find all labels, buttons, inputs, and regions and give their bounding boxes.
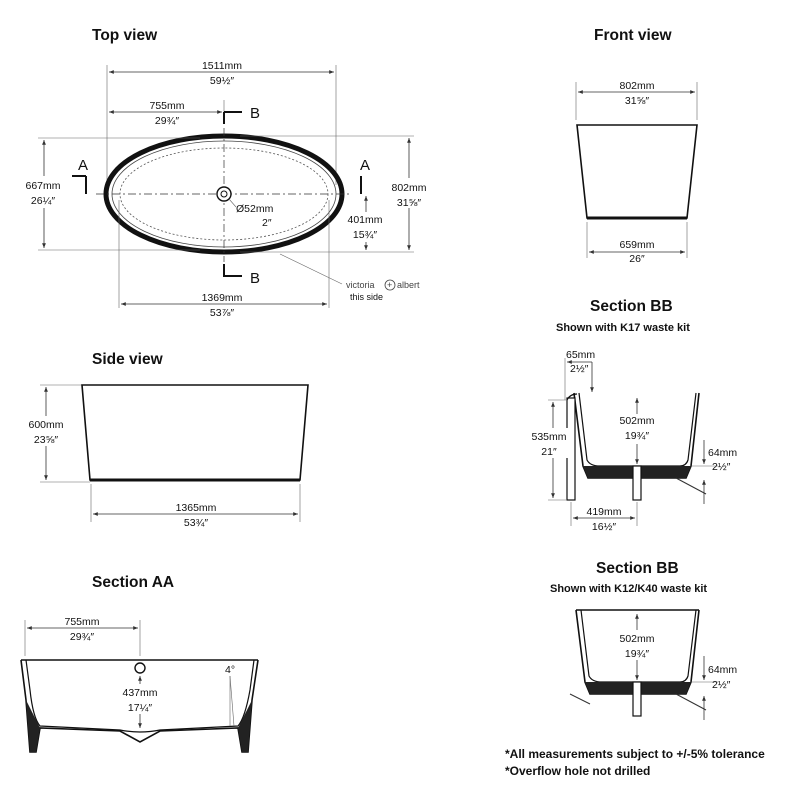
logo-albert: albert [397, 280, 420, 290]
bb2-base-in: 2½″ [712, 679, 731, 691]
bb1-offset-in: 2½″ [570, 363, 589, 375]
section-bb2-subtitle: Shown with K12/K40 waste kit [550, 583, 707, 595]
bb2-depth-in: 19¾″ [625, 648, 649, 660]
overflow-icon [134, 662, 146, 674]
top-width-in: 26¼″ [31, 195, 55, 207]
side-view: Side view 600mm 23⅝″ 1365mm 53¾″ [22, 351, 309, 529]
side-bottom-mm: 1365mm [176, 502, 217, 514]
logo-victoria: victoria [346, 280, 375, 290]
top-half-length-mm: 755mm [149, 100, 184, 112]
bb1-depth-mm: 502mm [619, 415, 654, 427]
section-bb-k17: Section BB Shown with K17 waste kit 65mm… [528, 298, 737, 533]
bb1-height-mm: 535mm [531, 431, 566, 443]
notes: *All measurements subject to +/-5% toler… [505, 747, 765, 778]
logo-caption: this side [350, 292, 383, 302]
section-bb2-title: Section BB [596, 560, 679, 577]
section-b-marker-top: B [250, 105, 260, 122]
bb2-base-mm: 64mm [708, 664, 737, 676]
front-bottom-in: 26″ [629, 253, 645, 265]
front-top-in: 31⅝″ [625, 95, 649, 107]
bb1-offset-mm: 65mm [566, 349, 595, 361]
aa-half-mm: 755mm [64, 616, 99, 628]
top-half-width-mm: 401mm [347, 214, 382, 226]
top-view: Top view 1511mm 59½″ 755mm 29¾″ Ø52mm 2″… [18, 27, 434, 319]
aa-overflow-mm: 437mm [122, 687, 157, 699]
section-a-marker-left: A [78, 157, 88, 174]
top-overall-length-mm: 1511mm [202, 60, 242, 72]
top-overall-length-in: 59½″ [210, 75, 234, 87]
side-height-mm: 600mm [28, 419, 63, 431]
note-tolerance: *All measurements subject to +/-5% toler… [505, 747, 765, 761]
top-half-width-in: 15¾″ [353, 229, 377, 241]
side-view-title: Side view [92, 351, 164, 368]
note-overflow: *Overflow hole not drilled [505, 764, 650, 778]
side-bottom-in: 53¾″ [184, 517, 208, 529]
top-inner-length-mm: 1369mm [202, 292, 243, 304]
top-inner-length-in: 53⅞″ [210, 307, 234, 319]
top-waste-in: 2″ [262, 217, 272, 229]
bb2-depth-mm: 502mm [619, 633, 654, 645]
bb1-waste-pos-in: 16½″ [592, 521, 616, 533]
section-aa-title: Section AA [92, 574, 174, 591]
top-height-mm: 802mm [391, 182, 426, 194]
side-height-in: 23⅝″ [34, 434, 58, 446]
top-half-length-in: 29¾″ [155, 115, 179, 127]
top-width-mm: 667mm [25, 180, 60, 192]
bb1-height-in: 21″ [541, 446, 557, 458]
section-bb1-subtitle: Shown with K17 waste kit [556, 322, 690, 334]
logo-plus-icon [384, 279, 396, 291]
section-a-marker-right: A [360, 157, 370, 174]
logo-plus: + [387, 280, 392, 290]
top-height-in: 31⅝″ [397, 197, 421, 209]
section-b-marker-bottom: B [250, 270, 260, 287]
bb1-base-mm: 64mm [708, 447, 737, 459]
top-view-title: Top view [92, 27, 158, 44]
top-waste-mm: Ø52mm [236, 203, 274, 215]
front-bottom-mm: 659mm [619, 239, 654, 251]
bb1-base-in: 2½″ [712, 461, 731, 473]
bb1-waste-pos-mm: 419mm [586, 506, 621, 518]
section-bb-k12-k40: Section BB Shown with K12/K40 waste kit … [550, 560, 737, 720]
front-view-title: Front view [594, 27, 672, 44]
front-top-mm: 802mm [619, 80, 654, 92]
front-view: Front view 802mm 31⅝″ 659mm 26″ [575, 27, 698, 265]
aa-half-in: 29¾″ [70, 631, 94, 643]
aa-angle: 4° [225, 664, 235, 676]
section-bb1-title: Section BB [590, 298, 673, 315]
bb1-depth-in: 19¾″ [625, 430, 649, 442]
section-aa: Section AA 755mm 29¾″ 437mm 17¼″ 4° [20, 574, 259, 753]
aa-overflow-in: 17¼″ [128, 702, 152, 714]
